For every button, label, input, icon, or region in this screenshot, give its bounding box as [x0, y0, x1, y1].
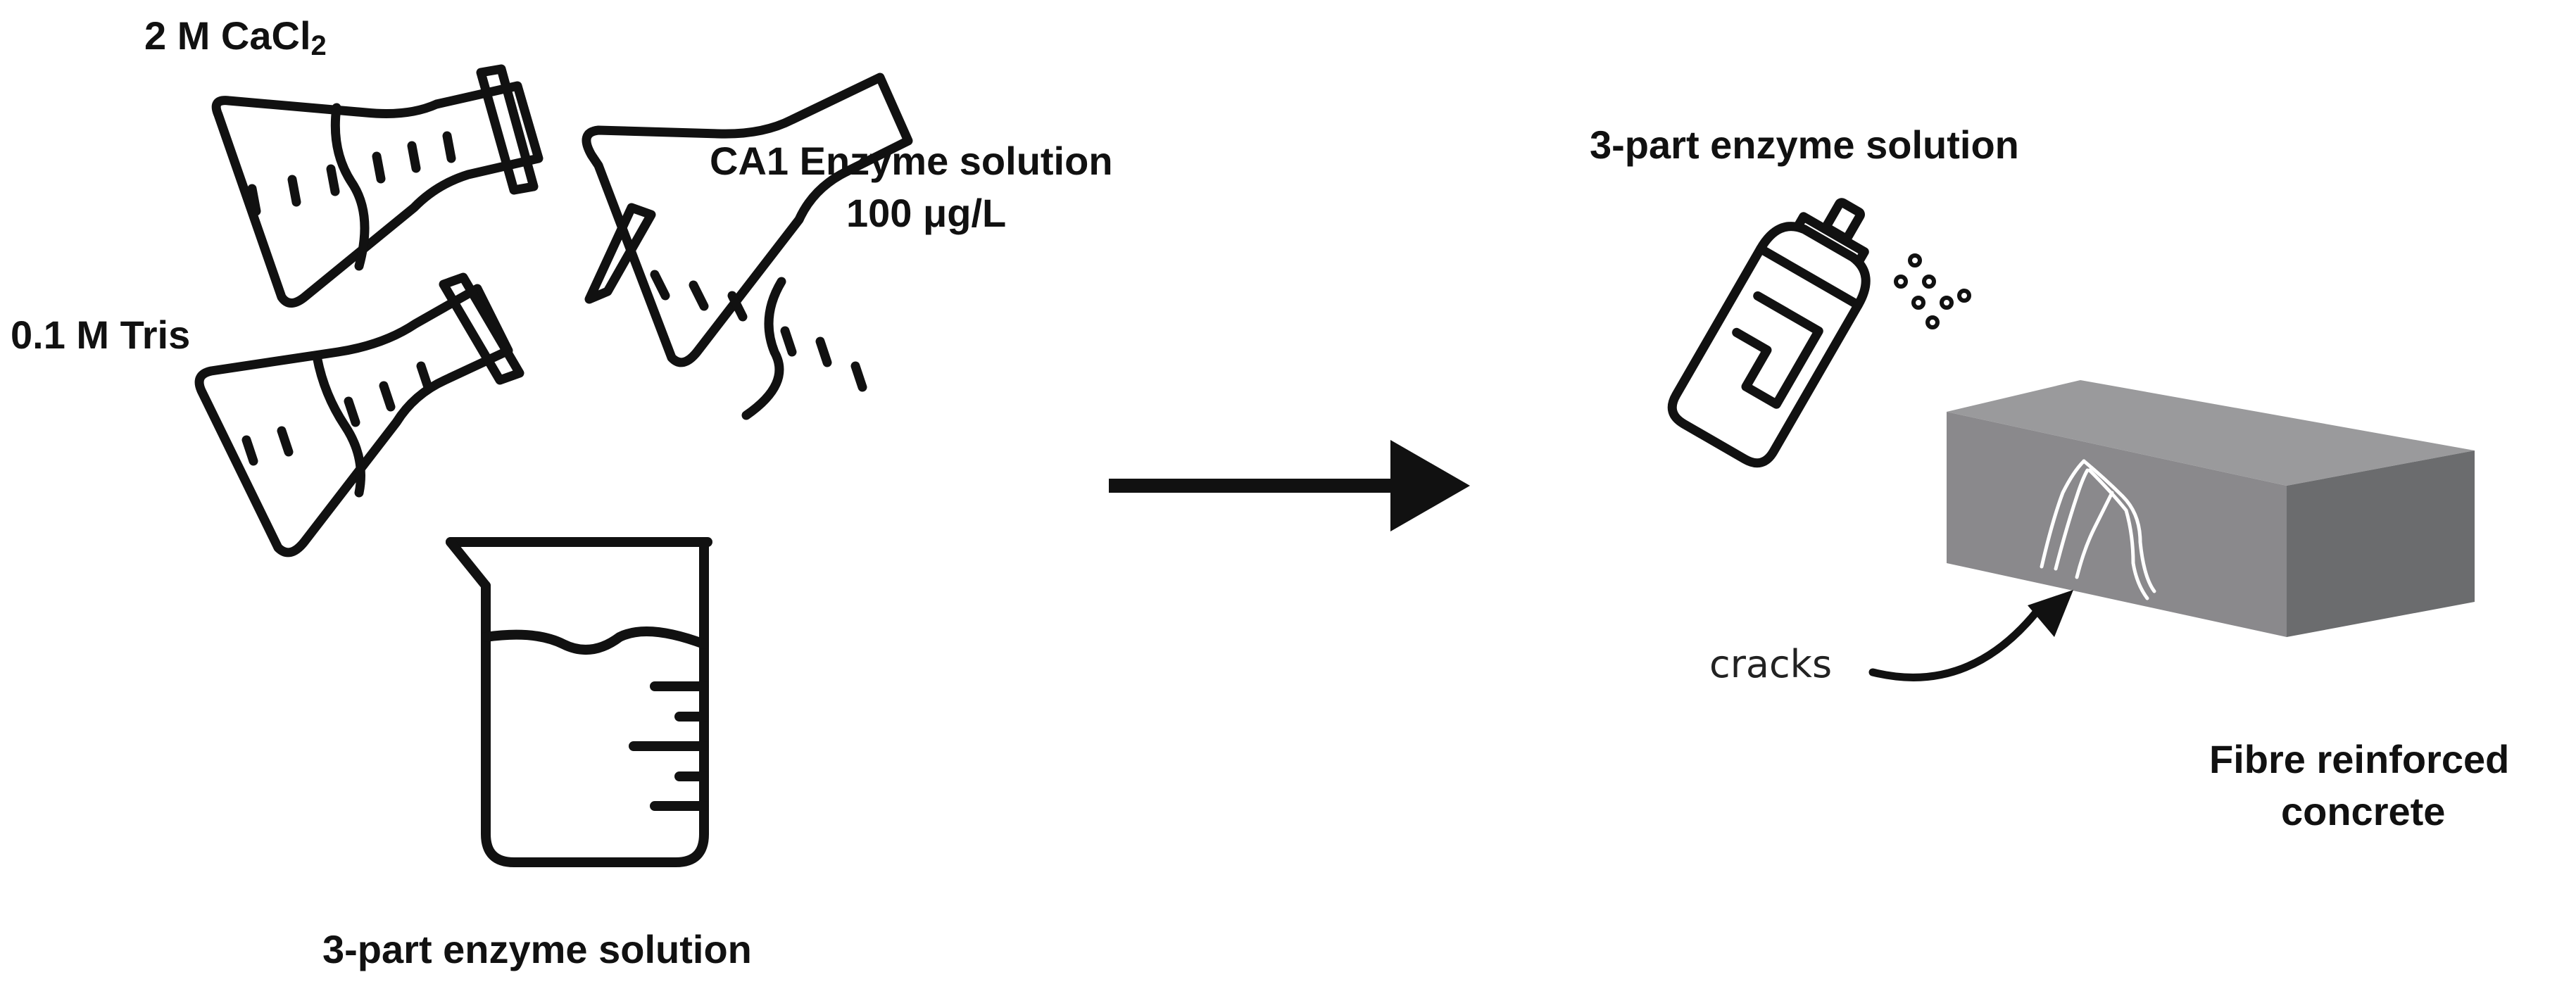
concrete-side-face	[2287, 451, 2475, 637]
cracks-pointer-arrow-icon	[1868, 590, 2073, 681]
enzyme-flask-icon	[582, 73, 913, 420]
concrete-top-face	[1947, 380, 2475, 486]
cacl2-flask-icon	[211, 64, 544, 308]
cracks-label: cracks	[1709, 642, 1832, 686]
process-arrow-icon	[1109, 440, 1470, 531]
concrete-label-line2: concrete	[2281, 789, 2445, 833]
tris-label: 0.1 M Tris	[11, 313, 190, 357]
concrete-label-line1: Fibre reinforced	[2209, 737, 2509, 781]
enzyme-label-line1: CA1 Enzyme solution	[710, 139, 1113, 183]
spray-title-label: 3-part enzyme solution	[1590, 122, 2019, 167]
enzyme-label-line2: 100 μg/L	[846, 191, 1006, 235]
concrete-cracks	[2040, 459, 2156, 600]
beaker-icon	[446, 537, 712, 867]
tris-flask-icon	[194, 272, 524, 558]
spray-droplets-icon	[1894, 253, 1971, 329]
concrete-front-face	[1947, 412, 2287, 637]
mix-result-label: 3-part enzyme solution	[322, 927, 752, 971]
spray-can-icon	[1667, 198, 1871, 468]
concrete-block	[1947, 380, 2475, 637]
cacl2-label: 2 M CaCl2	[144, 13, 327, 61]
